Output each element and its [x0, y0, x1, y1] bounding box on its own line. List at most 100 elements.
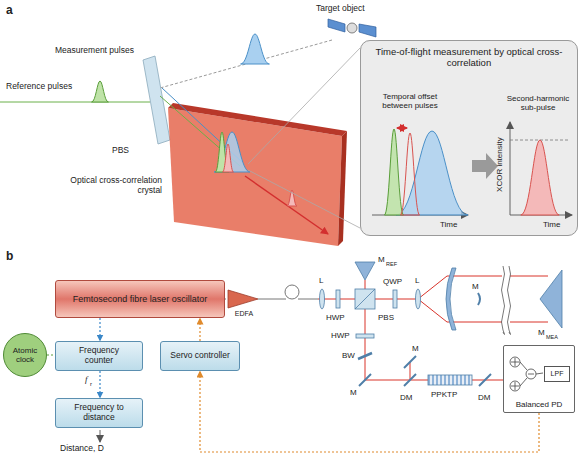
part-label: Measurement pulses	[55, 46, 134, 56]
optics	[358, 353, 372, 359]
photodiode	[515, 382, 516, 390]
photodiode	[536, 373, 543, 374]
part-label: L	[319, 276, 323, 285]
part-label: BW	[342, 351, 355, 360]
part-label: DM	[400, 393, 412, 402]
filter-box: LPF	[544, 366, 570, 382]
measurement-pulse	[241, 34, 270, 64]
beam	[0, 40, 332, 102]
fibre	[298, 299, 318, 300]
output-arrow	[100, 430, 101, 442]
beam	[510, 276, 548, 277]
time-plot	[372, 128, 468, 215]
target-object	[359, 24, 376, 37]
part-label: a	[6, 4, 13, 18]
target-object	[328, 19, 376, 37]
process-box: Servo controller	[160, 341, 240, 371]
photodiode	[526, 369, 536, 379]
amplifier-triangle: EDFA	[226, 290, 262, 318]
process-arrow	[472, 153, 498, 179]
optics	[356, 334, 374, 338]
part-label: PBS	[378, 313, 394, 322]
beam	[318, 276, 548, 380]
optics	[355, 289, 375, 309]
optics	[416, 289, 421, 309]
optics	[336, 290, 340, 308]
part-label: M	[538, 328, 545, 337]
time-plot	[384, 129, 403, 215]
part-label: REF	[386, 261, 397, 267]
node-text: Femtosecond fibre laser oscillator	[73, 294, 208, 304]
optics	[540, 270, 562, 328]
reference-pulse	[92, 81, 109, 102]
part-label: M	[350, 388, 357, 397]
time-plot	[396, 131, 468, 215]
node-text: EDFA	[235, 310, 253, 318]
part-label: Distance, D	[60, 444, 104, 454]
part-label: PPKTP	[431, 390, 457, 399]
xcor-plot	[510, 122, 511, 215]
photodiode	[510, 357, 543, 391]
node-text: Time-of-flight measurement by optical cr…	[371, 47, 567, 69]
part-label: r	[90, 381, 92, 388]
beam	[418, 299, 447, 322]
target-object	[328, 19, 345, 32]
optics	[479, 374, 491, 386]
target-object	[347, 23, 357, 33]
optics	[404, 356, 416, 368]
part-label: Time	[440, 220, 457, 229]
optics	[428, 375, 472, 385]
pulse	[214, 132, 250, 172]
fibre	[258, 285, 318, 299]
break-mark	[502, 266, 511, 335]
photodiode	[510, 381, 520, 391]
pbs-plate	[143, 56, 170, 144]
connector	[225, 298, 226, 299]
part-label: Target object	[316, 4, 365, 14]
part-label: HWP	[331, 331, 350, 340]
beam	[510, 322, 548, 323]
break-mark	[508, 266, 511, 335]
optics	[320, 289, 325, 309]
connector	[199, 318, 200, 341]
part-label: Reference pulses	[6, 82, 72, 92]
optics	[393, 290, 397, 308]
optics	[359, 374, 371, 386]
part-label: M	[378, 255, 385, 264]
fibre	[258, 299, 286, 300]
connector	[47, 354, 55, 355]
part-label: b	[6, 250, 13, 264]
photodiode	[515, 358, 516, 366]
connector	[200, 371, 539, 452]
process-box: Frequency to distance	[55, 398, 143, 428]
part-label: Optical cross-correlation crystal	[58, 176, 162, 196]
part-label: L	[415, 276, 419, 285]
connector	[99, 371, 100, 398]
node-text: Balanced PD	[516, 400, 563, 409]
part-label: PBS	[112, 146, 129, 156]
beam	[447, 276, 502, 277]
node-text: Frequency counter	[64, 346, 134, 366]
crystal	[168, 103, 347, 136]
optics	[478, 293, 480, 305]
time-plot	[400, 133, 419, 215]
time-plot	[397, 128, 407, 129]
amplifier-triangle-outline	[228, 290, 258, 308]
inset-ground	[360, 40, 578, 236]
photodiode	[528, 374, 534, 375]
detector-box: Balanced PD LPF	[503, 345, 575, 413]
optics	[446, 268, 456, 330]
laser-box: Femtosecond fibre laser oscillator	[55, 280, 225, 318]
part-label: M	[472, 282, 479, 291]
part-label: DM	[478, 393, 490, 402]
photodiode	[520, 362, 527, 370]
leader-line	[248, 48, 360, 228]
node-text: Frequency to distance	[64, 403, 134, 423]
part-label: Time	[543, 220, 560, 229]
node-text: Atomic clock	[5, 346, 45, 364]
part-label: M	[412, 344, 419, 353]
leader-line	[248, 170, 360, 228]
